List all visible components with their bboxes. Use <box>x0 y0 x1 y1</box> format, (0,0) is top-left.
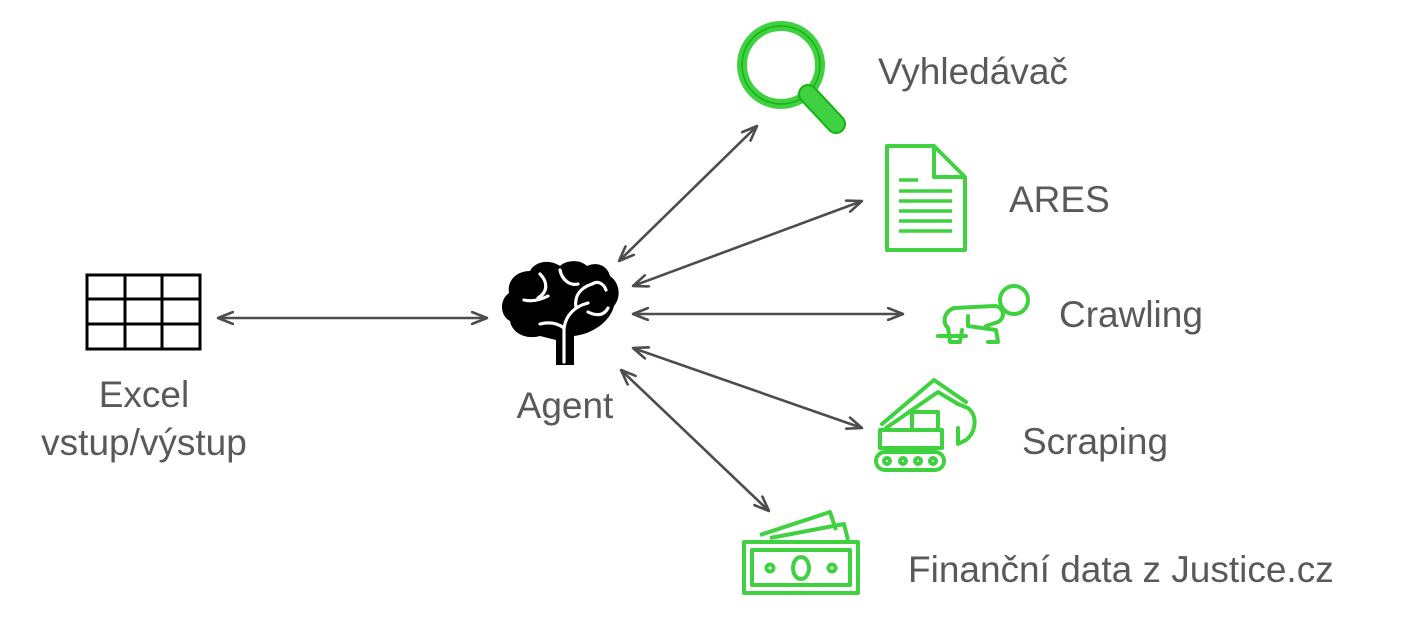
excel-label-line2: vstup/výstup <box>41 422 247 463</box>
document-icon <box>885 144 967 252</box>
agent-label: Agent <box>516 385 614 426</box>
search-label: Vyhledávač <box>878 51 1068 92</box>
banknotes-icon <box>742 510 860 595</box>
excavator-icon <box>874 378 977 472</box>
crawling-label: Crawling <box>1059 294 1203 335</box>
arrow-agent-ares <box>633 201 862 286</box>
table-icon <box>85 273 202 351</box>
brain-icon <box>501 261 619 365</box>
scraping-label: Scraping <box>1022 421 1169 462</box>
arrows <box>218 126 903 511</box>
arrow-agent-search <box>619 126 757 261</box>
crawling-baby-icon <box>936 284 1030 344</box>
excel-label-line1: Excel <box>98 374 190 415</box>
arrow-agent-finance <box>621 370 769 511</box>
finance-label: Finanční data z Justice.cz <box>908 549 1334 590</box>
arrow-agent-scraping <box>633 348 862 428</box>
magnifier-icon <box>737 21 846 134</box>
ares-label: ARES <box>1009 179 1110 220</box>
